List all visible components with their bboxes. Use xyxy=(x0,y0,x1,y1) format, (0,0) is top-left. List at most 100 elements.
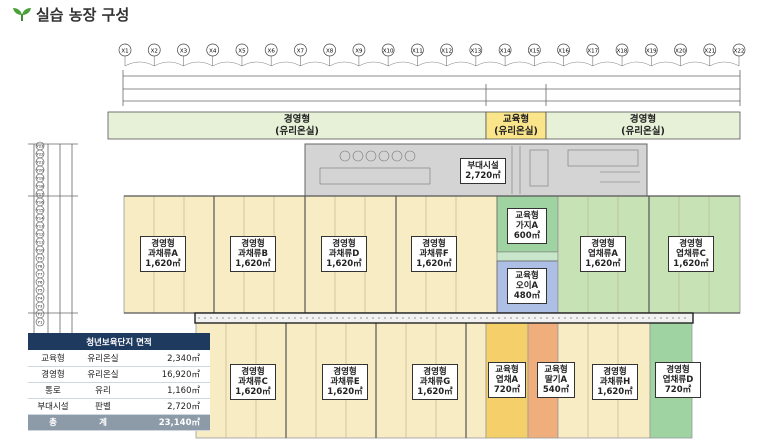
grid-column-arc xyxy=(446,61,477,67)
grid-row-label: Y2 xyxy=(38,312,43,317)
grid-row-label: Y15 xyxy=(36,208,44,213)
grid-column-arc xyxy=(212,61,243,67)
grid-column-label: X4 xyxy=(209,49,217,55)
section-title: 실습 농장 구성 xyxy=(12,3,129,25)
edu-zone-gap xyxy=(496,251,559,262)
grid-column-label: X1 xyxy=(121,49,128,55)
grid-column-arc xyxy=(475,61,506,67)
grid-row-label: Y4 xyxy=(38,296,43,301)
band-label-managed-left: 경영형(유리온실) xyxy=(275,113,319,137)
grid-column-label: X7 xyxy=(297,49,305,55)
grid-row-label: Y8 xyxy=(38,264,43,269)
grid-row-label: Y12 xyxy=(36,232,44,237)
table-row: 부대시설 판벨 2,720㎡ xyxy=(28,398,210,415)
grid-column-label: X10 xyxy=(383,49,394,55)
table-row: 통로 유리 1,160㎡ xyxy=(28,382,210,399)
grid-column-arc xyxy=(592,61,623,67)
band-label-education: 교육형(유리온실) xyxy=(494,113,538,137)
grid-column-arc xyxy=(271,61,301,67)
grid-row-label: Y6 xyxy=(38,280,43,285)
grid-column-label: X3 xyxy=(180,49,188,55)
grid-row-label: Y23 xyxy=(36,144,44,149)
grid-axes: X1 X2 X3 X4 X5 X6 X7 X8 X9 X10 X11 X12 X13 X14 X15 X16 X… xyxy=(35,43,746,327)
grid-column-arc xyxy=(417,61,447,67)
grid-row-label: Y21 xyxy=(36,160,44,165)
grid-column-label: X12 xyxy=(441,49,452,55)
grid-row-label: Y7 xyxy=(38,272,43,277)
grid-column-label: X14 xyxy=(500,49,511,55)
grid-column-label: X13 xyxy=(470,49,481,55)
grid-column-arc xyxy=(241,61,272,67)
grid-column-label: X5 xyxy=(238,49,246,55)
grid-column-arc xyxy=(680,61,710,67)
grid-column-label: X16 xyxy=(558,49,569,55)
facility-details xyxy=(319,146,640,194)
grid-column-arc xyxy=(534,61,564,67)
sprout-icon xyxy=(13,8,31,21)
table-row: 교육형 유리온실 2,340㎡ xyxy=(28,350,210,367)
table-total-row: 총 계 23,140㎡ xyxy=(28,414,210,431)
page-title: 실습 농장 구성 xyxy=(36,5,130,24)
band-label-managed-right: 경영형(유리온실) xyxy=(621,113,665,137)
area-table: 청년보육단지 면적 교육형 유리온실 2,340㎡ 경영형 유리온실 16,92… xyxy=(28,333,210,431)
table-row: 경영형 유리온실 16,920㎡ xyxy=(28,366,210,383)
grid-row-label: Y18 xyxy=(36,184,44,189)
grid-column-arc xyxy=(329,61,360,67)
grid-column-arc xyxy=(651,61,681,67)
grid-row-label: Y22 xyxy=(36,152,44,157)
grid-row-label: Y20 xyxy=(36,168,44,173)
grid-column-label: X21 xyxy=(704,49,715,55)
grid-column-label: X9 xyxy=(355,49,363,55)
grid-column-arc xyxy=(124,61,155,67)
grid-row-label: Y3 xyxy=(38,304,43,309)
grid-row-label: Y1 xyxy=(38,320,43,325)
grid-column-label: X6 xyxy=(268,49,276,55)
grid-row-label: Y19 xyxy=(36,176,44,181)
grid-column-label: X8 xyxy=(326,49,334,55)
grid-row-bubble xyxy=(35,317,45,327)
grid-column-label: X20 xyxy=(675,49,686,55)
grid-column-arc xyxy=(563,61,593,67)
grid-row-label: Y5 xyxy=(38,288,43,293)
grid-column-arc xyxy=(183,61,213,67)
grid-column-label: X2 xyxy=(151,49,158,55)
grid-column-label: X22 xyxy=(734,49,745,55)
grid-column-arc xyxy=(300,61,330,67)
area-table-title: 청년보육단지 면적 xyxy=(28,333,210,350)
grid-column-label: X17 xyxy=(587,49,598,55)
grid-row-label: Y10 xyxy=(36,248,44,253)
grid-row-label: Y13 xyxy=(36,224,44,229)
grid-row-label: Y9 xyxy=(38,256,43,261)
grid-column-label: X19 xyxy=(646,49,657,55)
band-education xyxy=(485,111,547,140)
grid-row-label: Y17 xyxy=(36,192,44,197)
grid-column-label: X11 xyxy=(412,49,423,55)
grid-column-arc xyxy=(504,61,535,67)
grid-row-label: Y11 xyxy=(36,240,44,245)
grid-row-label: Y14 xyxy=(36,216,44,221)
grid-column-arc xyxy=(387,61,418,67)
band-managed-right xyxy=(545,111,741,140)
grid-row-label: Y16 xyxy=(36,200,44,205)
grid-column-arc xyxy=(621,61,652,67)
grid-column-label: X18 xyxy=(617,49,628,55)
grid-column-label: X15 xyxy=(529,49,540,55)
grid-column-arc xyxy=(709,61,740,67)
grid-column-arc xyxy=(358,61,389,67)
